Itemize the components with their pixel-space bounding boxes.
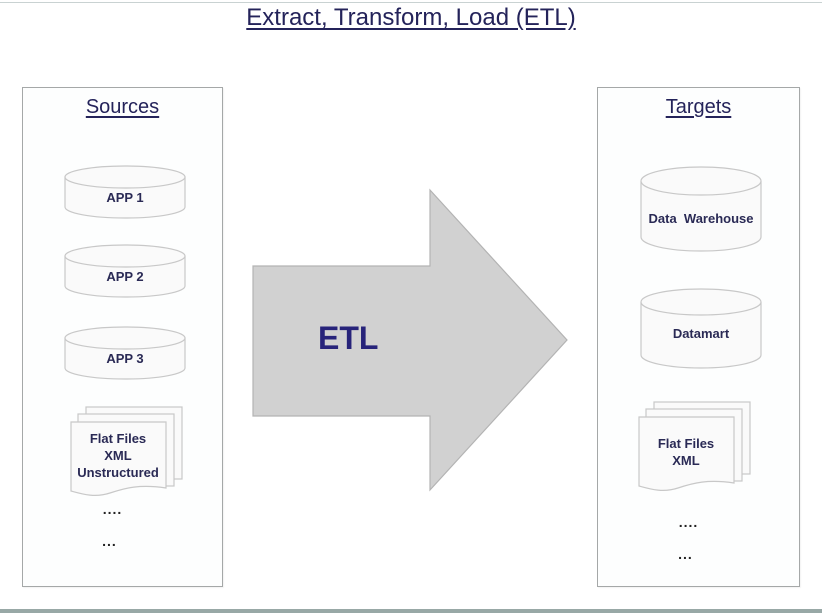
database-icon [64, 165, 186, 219]
documents-label-line-2: XML [104, 448, 132, 463]
documents-icon [70, 406, 183, 496]
documents-flat-files: Flat Files XML [638, 401, 753, 493]
documents-label-line-2: XML [672, 453, 700, 468]
sources-heading: Sources [85, 96, 160, 118]
sources-ellipsis-1: .... [102, 501, 123, 517]
etl-label: ETL [318, 320, 379, 356]
database-app-2: APP 2 [64, 244, 186, 298]
database-app-1: APP 1 [64, 165, 186, 219]
database-icon [640, 288, 762, 369]
documents-label-line-3: Unstructured [77, 465, 159, 480]
sources-panel: Sources APP 1 APP 2 APP 3 Flat Files XML [22, 87, 223, 587]
database-label: APP 3 [106, 351, 144, 366]
database-label: Datamart [672, 326, 730, 341]
database-data-warehouse: Data Warehouse [640, 166, 762, 252]
top-rule [0, 2, 822, 3]
bottom-rule [0, 609, 822, 613]
sources-ellipsis-2: ... [102, 533, 117, 549]
targets-ellipsis-1: .... [678, 514, 699, 530]
documents-label-line-1: Flat Files [657, 436, 715, 451]
database-label: APP 1 [106, 190, 144, 205]
database-icon [64, 326, 186, 380]
targets-panel: Targets Data Warehouse Datamart Flat Fil… [597, 87, 800, 587]
documents-flat-files: Flat Files XML Unstructured [70, 406, 185, 498]
targets-ellipsis-2: ... [678, 546, 693, 562]
database-datamart: Datamart [640, 288, 762, 370]
documents-label-line-1: Flat Files [89, 431, 147, 446]
documents-icon [638, 401, 751, 491]
database-label: Data Warehouse [648, 211, 754, 226]
database-icon [640, 166, 762, 252]
diagram-title: Extract, Transform, Load (ETL) [246, 4, 576, 31]
database-icon [64, 244, 186, 298]
database-label: APP 2 [106, 269, 144, 284]
database-app-3: APP 3 [64, 326, 186, 380]
targets-heading: Targets [665, 96, 732, 118]
